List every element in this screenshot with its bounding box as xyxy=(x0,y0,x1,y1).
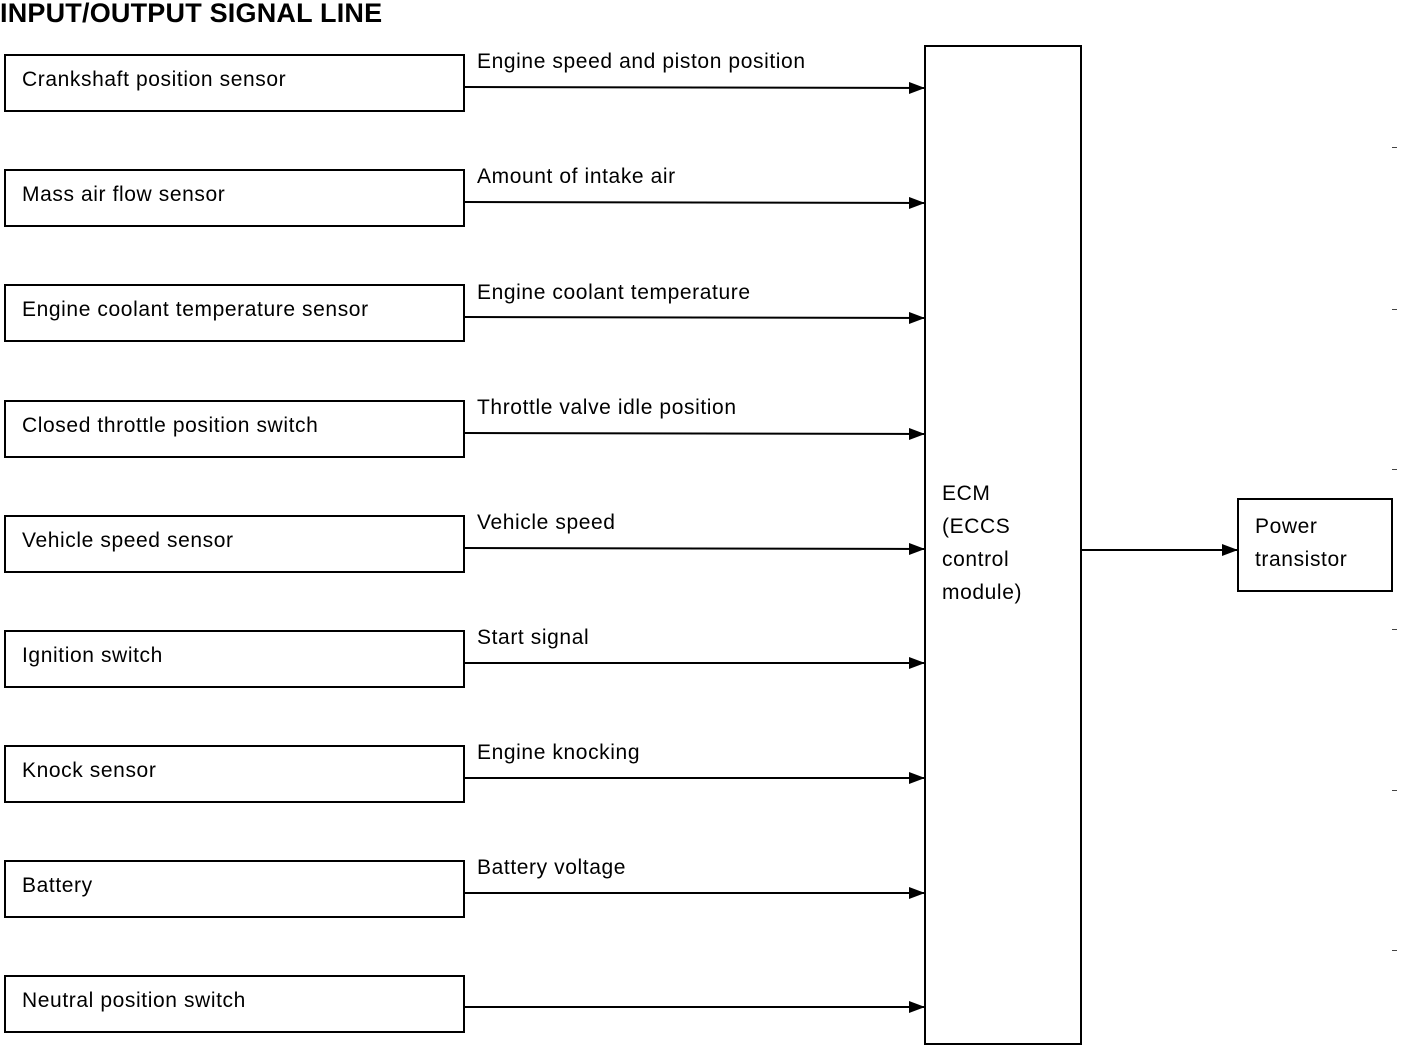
edge-tick xyxy=(1392,469,1397,470)
input-label: Vehicle speed sensor xyxy=(22,529,234,552)
input-label: Mass air flow sensor xyxy=(22,183,226,206)
input-box-ignition-switch: Ignition switch xyxy=(4,630,465,688)
input-box-knock-sensor: Knock sensor xyxy=(4,745,465,803)
power-transistor-box: Power transistor xyxy=(1237,498,1393,592)
power-transistor-label: Power transistor xyxy=(1255,515,1348,571)
input-label: Battery xyxy=(22,874,93,897)
edge-tick xyxy=(1392,147,1397,148)
signal-label-engine-knocking: Engine knocking xyxy=(477,741,641,764)
arrow-throttle xyxy=(464,427,925,440)
ecm-box: ECM (ECCS control module) xyxy=(924,45,1082,1045)
edge-tick xyxy=(1392,950,1397,951)
input-box-neutral-position-switch: Neutral position switch xyxy=(4,975,465,1033)
signal-label-engine-speed: Engine speed and piston position xyxy=(477,50,806,73)
input-label: Engine coolant temperature sensor xyxy=(22,298,369,321)
diagram-title: INPUT/OUTPUT SIGNAL LINE xyxy=(0,0,383,28)
arrow-vehicle-speed xyxy=(464,542,925,555)
signal-label-battery-voltage: Battery voltage xyxy=(477,856,627,879)
arrow-crankshaft xyxy=(464,81,925,94)
input-box-closed-throttle-position-switch: Closed throttle position switch xyxy=(4,400,465,458)
input-label: Neutral position switch xyxy=(22,989,246,1012)
input-box-engine-coolant-temperature-sensor: Engine coolant temperature sensor xyxy=(4,284,465,342)
edge-tick xyxy=(1392,629,1397,630)
input-label: Closed throttle position switch xyxy=(22,414,319,437)
signal-label-start-signal: Start signal xyxy=(477,626,590,649)
signal-label-intake-air: Amount of intake air xyxy=(477,165,676,188)
signal-label-vehicle-speed: Vehicle speed xyxy=(477,511,616,534)
input-box-crankshaft-position-sensor: Crankshaft position sensor xyxy=(4,54,465,112)
arrow-coolant xyxy=(464,311,925,324)
input-box-mass-air-flow-sensor: Mass air flow sensor xyxy=(4,169,465,227)
ecm-label: ECM (ECCS control module) xyxy=(942,482,1023,604)
arrow-mass-air-flow xyxy=(464,196,925,209)
input-box-battery: Battery xyxy=(4,860,465,918)
input-box-vehicle-speed-sensor: Vehicle speed sensor xyxy=(4,515,465,573)
signal-label-coolant-temperature: Engine coolant temperature xyxy=(477,281,751,304)
edge-tick xyxy=(1392,309,1397,310)
input-label: Crankshaft position sensor xyxy=(22,68,287,91)
input-label: Ignition switch xyxy=(22,644,163,667)
input-label: Knock sensor xyxy=(22,759,157,782)
signal-label-throttle-idle: Throttle valve idle position xyxy=(477,396,737,419)
edge-tick xyxy=(1392,790,1397,791)
